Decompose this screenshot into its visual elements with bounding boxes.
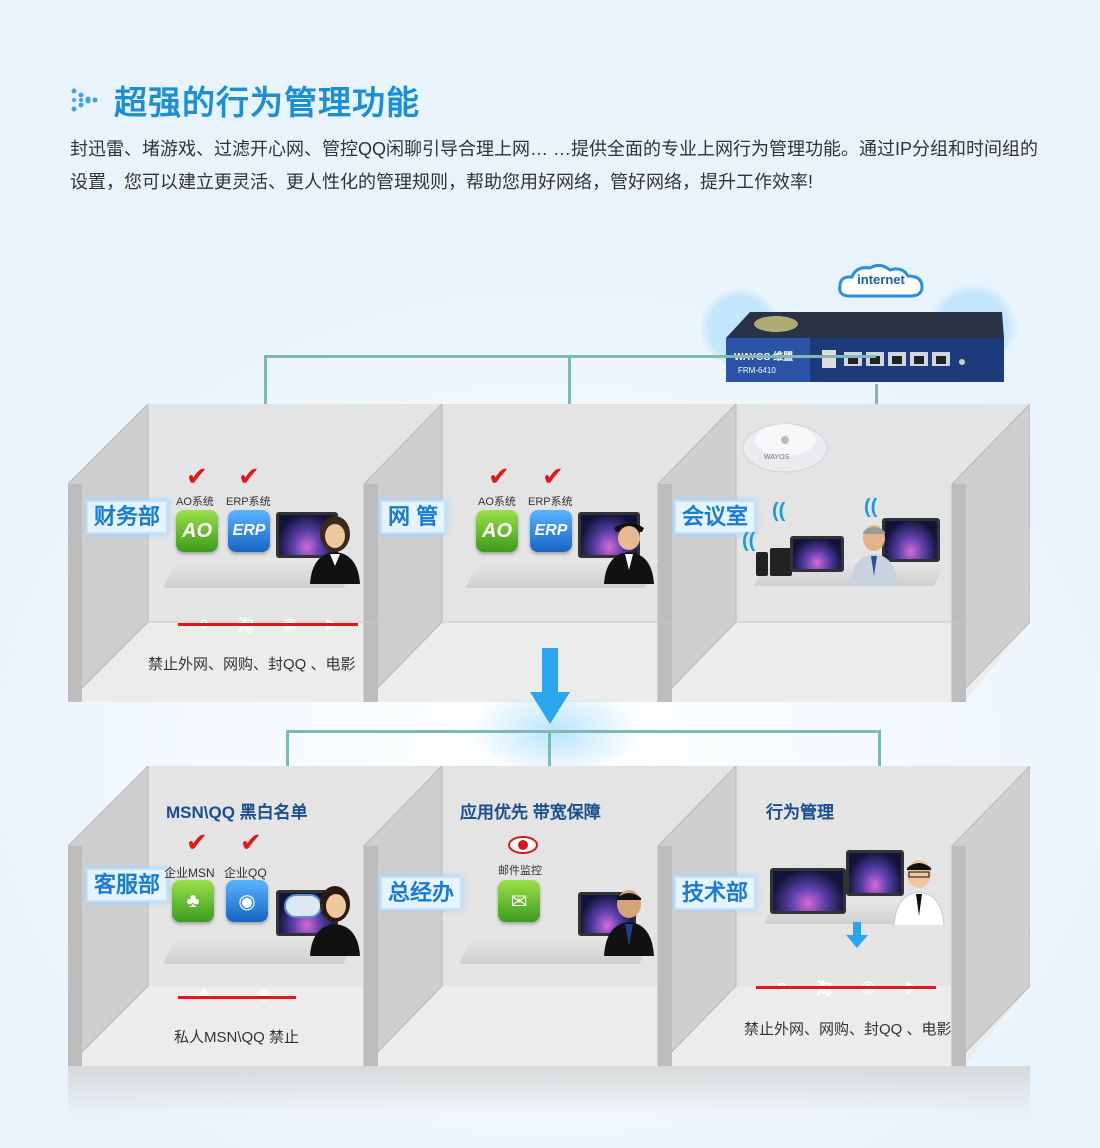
ao-system-icon: AO: [176, 510, 218, 552]
floor-shadow: [68, 1066, 1030, 1116]
female-staff-avatar: [306, 514, 364, 589]
mail-icon: ✉: [498, 880, 540, 922]
app-label: ERP系统: [528, 496, 573, 508]
internet-cloud-icon: internet: [836, 262, 926, 302]
check-icon: ✔: [240, 827, 262, 857]
eye-icon: [508, 836, 538, 859]
erp-system-icon: ERP: [228, 510, 270, 552]
room-label-tech: 技术部: [674, 876, 757, 910]
network-cable: [878, 730, 881, 768]
laptop: [790, 536, 844, 572]
msn-icon: ♣: [172, 880, 214, 922]
title-text: 超强的行为管理功能: [114, 84, 420, 121]
ao-system-icon: AO: [476, 510, 518, 552]
app-label: 企业QQ: [224, 866, 267, 880]
check-icon: ✔: [238, 461, 260, 491]
room-heading: MSN\QQ 黑白名单: [166, 803, 308, 822]
qq-icon: ◉: [226, 880, 268, 922]
check-icon: ✔: [488, 461, 510, 491]
tablet-device: [770, 548, 792, 576]
monitor: [846, 850, 904, 896]
router-model: FRM-6410: [738, 366, 776, 375]
blocked-caption: 禁止外网、网购、封QQ 、电影: [744, 1021, 952, 1038]
check-icon: ✔: [186, 461, 208, 491]
room-label-netadmin: 网 管: [380, 500, 447, 534]
network-cable: [286, 730, 880, 733]
blocked-caption: 禁止外网、网购、封QQ 、电影: [148, 656, 356, 673]
forbid-line: [178, 996, 296, 999]
network-cable: [264, 355, 267, 405]
msn-icon: ♣: [198, 985, 210, 1002]
network-cable: [286, 730, 289, 768]
app-label: AO系统: [176, 496, 214, 508]
down-arrow-icon: [530, 648, 570, 731]
wifi-icon: ((: [772, 500, 786, 522]
monitor: [882, 518, 940, 562]
wifi-icon: ((: [742, 530, 756, 552]
section-title: 超强的行为管理功能: [70, 76, 420, 124]
wifi-icon: ((: [864, 496, 878, 518]
ap-label: WAYOS: [764, 454, 790, 461]
room-heading: 行为管理: [766, 803, 834, 822]
app-label: 企业MSN: [164, 866, 215, 880]
blocked-caption: 私人MSN\QQ 禁止: [174, 1029, 300, 1046]
taobao-icon: 淘: [815, 981, 832, 998]
taobao-icon: 淘: [237, 618, 254, 635]
router-device: WAYOS 维盟 FRM-6410: [726, 308, 1006, 384]
admin-staff-avatar: [600, 510, 658, 589]
monitor-label: 邮件监控: [498, 865, 542, 877]
app-label: AO系统: [478, 496, 516, 508]
phone-device: [756, 552, 768, 576]
access-point-device: WAYOS: [740, 410, 830, 474]
room-label-gm-office: 总经办: [380, 876, 463, 910]
chat-bubble-icon: [284, 894, 322, 918]
app-label: ERP系统: [226, 496, 271, 508]
network-cable: [548, 730, 551, 768]
service-staff-avatar: [306, 884, 364, 961]
forbid-line: [178, 623, 358, 626]
check-icon: ✔: [542, 461, 564, 491]
erp-system-icon: ERP: [530, 510, 572, 552]
tech-staff-avatar: [890, 856, 948, 931]
laptop: [770, 868, 846, 914]
room-label-meeting: 会议室: [674, 500, 757, 534]
intro-text: 封迅雷、堵游戏、过滤开心网、管控QQ闲聊引导合理上网… …提供全面的专业上网行为…: [70, 139, 1039, 192]
room-label-service: 客服部: [86, 868, 169, 902]
manager-avatar: [846, 520, 902, 591]
gm-avatar: [600, 886, 658, 961]
qq-icon: ◉: [257, 986, 271, 1003]
down-arrow-icon: [846, 922, 868, 953]
room-label-finance: 财务部: [86, 500, 169, 534]
room-heading: 应用优先 带宽保障: [460, 803, 601, 822]
dots-icon: [71, 88, 98, 112]
network-cable: [568, 355, 571, 405]
cloud-label: internet: [857, 272, 905, 287]
network-cable: [875, 384, 878, 405]
forbid-line: [756, 986, 936, 989]
check-icon: ✔: [186, 827, 208, 857]
